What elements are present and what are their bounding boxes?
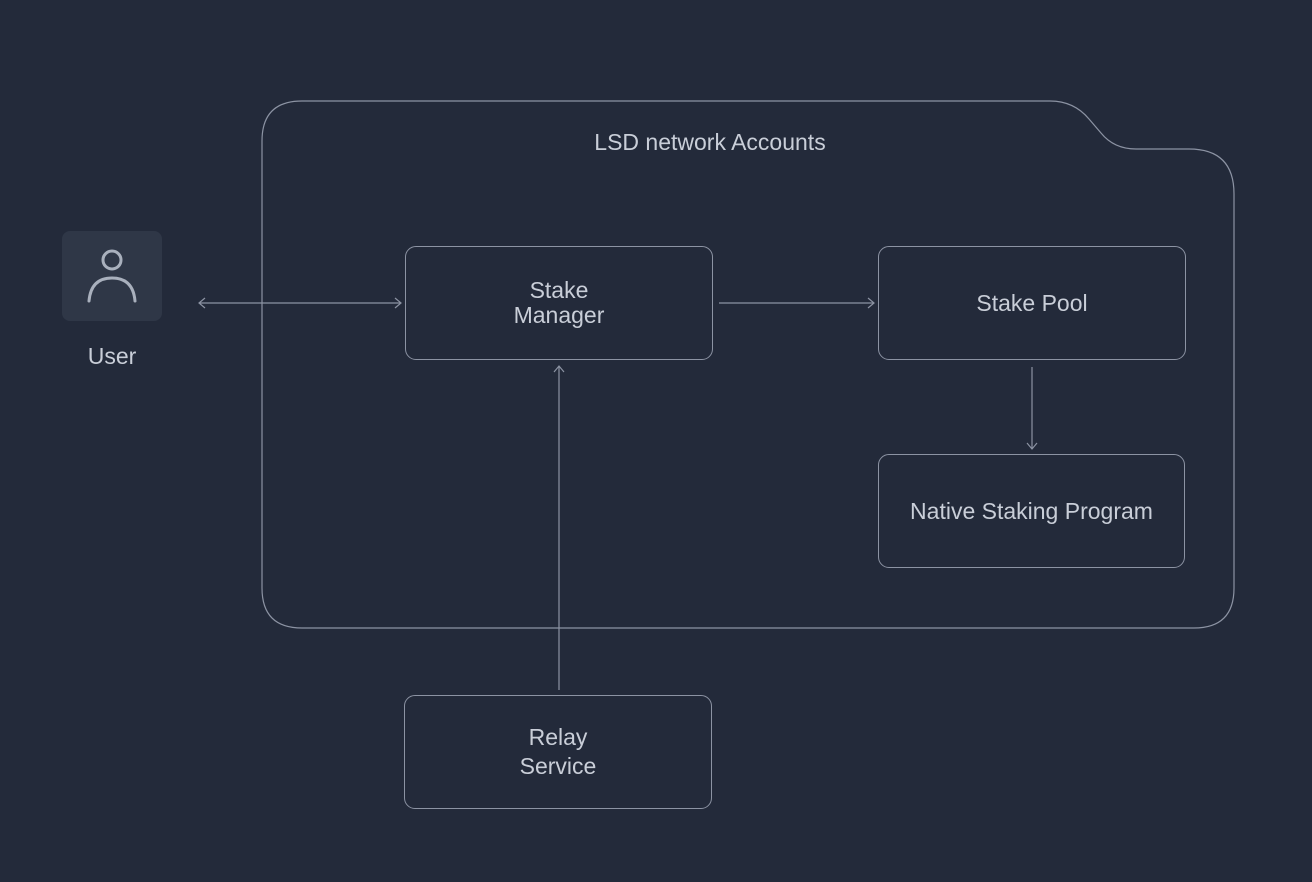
group-title: LSD network Accounts xyxy=(594,129,826,155)
native-staking-program-node: Native Staking Program xyxy=(878,454,1185,568)
user-avatar-tile xyxy=(62,231,162,321)
edge-user-stake-manager xyxy=(198,297,402,309)
group-container-outline xyxy=(261,100,1235,629)
relay-service-node: Relay Service xyxy=(404,695,712,809)
stake-pool-node: Stake Pool xyxy=(878,246,1186,360)
person-icon xyxy=(87,249,137,303)
stake-manager-node: Stake Manager xyxy=(405,246,713,360)
user-label: User xyxy=(87,343,137,369)
edge-stake-manager-stake-pool xyxy=(719,297,875,309)
edge-stake-pool-native-staking xyxy=(1026,367,1038,450)
edge-relay-service-stake-manager xyxy=(553,365,565,690)
